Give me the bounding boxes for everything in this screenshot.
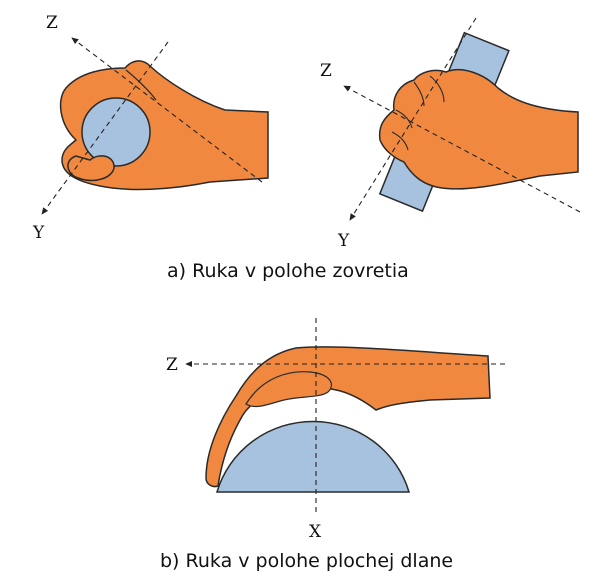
flat-palm-figure: Z X	[166, 318, 505, 542]
right-y-label: Y	[337, 231, 350, 251]
cylinder-end-circle	[81, 97, 151, 167]
right-knuckle-crease-4	[429, 75, 445, 103]
left-finger-crease	[125, 69, 157, 101]
flat-x-label: X	[309, 522, 322, 542]
right-z-label: Z	[320, 61, 332, 81]
hemisphere-shape	[215, 420, 411, 493]
caption-flat-palm-position: b) Ruka v polohe plochej dlane	[160, 550, 454, 572]
caption-grip-position: a) Ruka v polohe zovretia	[167, 260, 409, 282]
right-knuckle-crease-3	[413, 81, 425, 107]
right-knuckle-crease-1	[395, 109, 413, 129]
grip-hand-left-figure: Z Y	[32, 13, 269, 243]
left-z-label: Z	[46, 13, 58, 33]
right-y-axis	[349, 17, 477, 221]
flat-thumb-shape	[245, 371, 332, 408]
grip-hand-right-figure: Z Y	[320, 17, 581, 251]
flat-z-label: Z	[166, 355, 178, 375]
left-thumb-shape	[67, 155, 115, 182]
left-y-label: Y	[32, 223, 45, 243]
right-knuckle-crease-2	[391, 131, 409, 151]
right-grip-hand-shape	[378, 68, 579, 190]
left-z-axis	[71, 37, 263, 183]
